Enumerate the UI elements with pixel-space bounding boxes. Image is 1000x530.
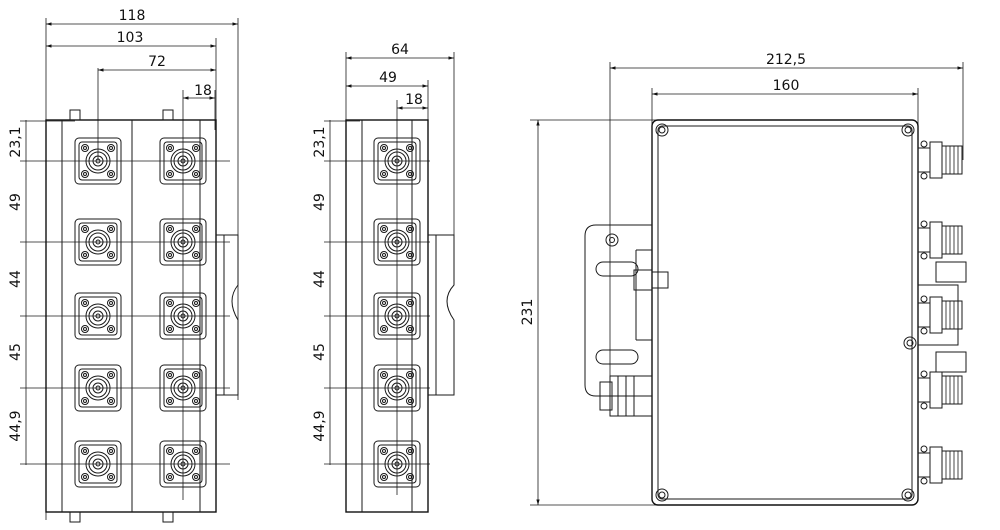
- front-connector-right-4: [159, 364, 207, 412]
- front-view: 118 103 72 18 23,1 49 44 45 44,9: [8, 8, 239, 523]
- plan-connector-4: [917, 370, 963, 410]
- front-connector-left-4: [74, 364, 122, 412]
- dim-212-5: 212,5: [766, 52, 806, 68]
- dim-side-44-9: 44,9: [312, 410, 328, 441]
- side-connector-1: [373, 137, 421, 185]
- front-connector-left-5: [74, 440, 122, 488]
- plan-connector-5: [917, 445, 963, 485]
- side-connector-5: [373, 440, 421, 488]
- plan-connector-left: [599, 375, 653, 417]
- side-connectors: [373, 137, 421, 488]
- side-view: 64 49 18 23,1 49 44 45 44,9: [312, 42, 455, 513]
- plan-connector-3: [917, 295, 963, 335]
- dim-side-23-1: 23,1: [312, 126, 328, 157]
- front-connectors: [74, 137, 207, 488]
- dim-44-9: 44,9: [8, 410, 24, 441]
- side-housing: [345, 119, 429, 513]
- dim-44: 44: [8, 270, 24, 288]
- corner-screws: [655, 123, 917, 502]
- front-connector-right-5: [159, 440, 207, 488]
- mounting-bracket: [584, 224, 652, 397]
- dim-160: 160: [773, 78, 800, 94]
- front-connector-right-3: [159, 292, 207, 340]
- side-connector-4: [373, 364, 421, 412]
- plan-housing: [651, 119, 919, 506]
- dim-23-1: 23,1: [8, 126, 24, 157]
- dim-231: 231: [520, 299, 536, 326]
- plan-connectors: [917, 140, 963, 485]
- dim-64: 64: [391, 42, 409, 58]
- dim-49: 49: [8, 193, 24, 211]
- front-connector-left-3: [74, 292, 122, 340]
- dim-side-45: 45: [312, 343, 328, 361]
- dim-side-49v: 49: [312, 193, 328, 211]
- dim-18: 18: [194, 83, 212, 99]
- plan-view: 212,5 160 231: [520, 52, 967, 506]
- front-connector-right-1: [159, 137, 207, 185]
- plan-connector-2: [917, 220, 963, 260]
- dim-side-18: 18: [405, 92, 423, 108]
- side-connector-3: [373, 292, 421, 340]
- side-connector-2: [373, 218, 421, 266]
- front-housing: [45, 119, 217, 513]
- front-connector-left-2: [74, 218, 122, 266]
- front-connector-right-2: [159, 218, 207, 266]
- plan-connector-1: [917, 140, 963, 180]
- front-connector-left-1: [74, 137, 122, 185]
- dim-45: 45: [8, 343, 24, 361]
- dim-side-49: 49: [379, 70, 397, 86]
- dim-118: 118: [119, 8, 146, 24]
- dim-side-44: 44: [312, 270, 328, 288]
- dim-103: 103: [117, 30, 144, 46]
- dim-72: 72: [148, 54, 166, 70]
